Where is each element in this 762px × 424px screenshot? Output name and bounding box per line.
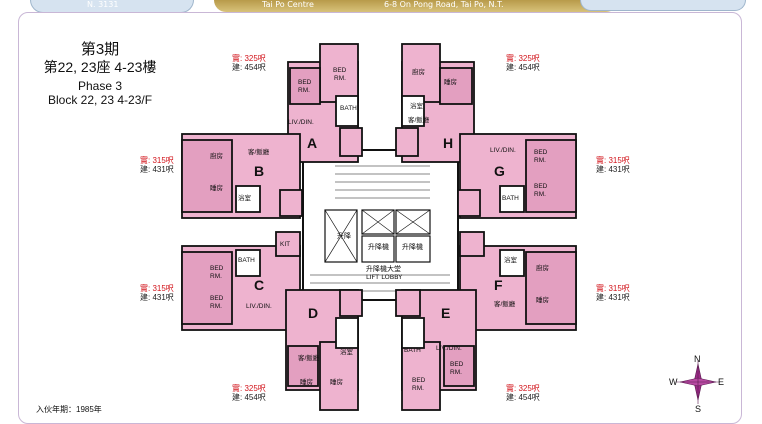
compass-w: W (669, 377, 678, 387)
room-label: 睡房 (300, 377, 313, 386)
room-label: RM. (534, 157, 546, 164)
intake-year: 入伙年期：1985年 (36, 405, 102, 414)
unit-c (181, 231, 301, 331)
unit-g-area: 實: 315呎 建: 431呎 (596, 156, 630, 174)
unit-e-letter: E (441, 305, 450, 321)
building-core: 升降機 升降機 升降 升降機大堂 LIFT LOBBY (302, 149, 459, 301)
room-label: 睡房 (444, 77, 457, 86)
room-label: 浴室 (410, 101, 424, 110)
room-label: LIV./DIN. (288, 119, 314, 126)
room-label: LIV./DIN. (246, 303, 272, 310)
unit-c-area: 實: 315呎 建: 431呎 (140, 284, 174, 302)
unit-d-letter: D (308, 305, 318, 321)
unit-e (395, 289, 477, 411)
room-label: 客/飯廳 (298, 353, 320, 362)
title-phase-cn: 第3期 (80, 41, 120, 58)
room-label: BED (298, 79, 312, 86)
lift-label: 升降機 (368, 242, 389, 251)
unit-f (459, 231, 577, 331)
room-label: BED (412, 377, 426, 384)
unit-f-area: 實: 315呎 建: 431呎 (596, 284, 630, 302)
unit-d (285, 289, 363, 411)
room-label: 廚房 (412, 67, 425, 76)
compass-s: S (695, 404, 702, 414)
unit-b-letter: B (254, 163, 264, 179)
unit-a-letter: A (307, 135, 317, 151)
room-label: LIV./DIN. (436, 345, 462, 352)
refuse-label: 升降 (337, 231, 351, 240)
unit-h-letter: H (443, 135, 453, 151)
room-label: RM. (210, 303, 222, 310)
room-label: 睡房 (330, 377, 343, 386)
title-phase-en: Phase 3 (77, 79, 123, 93)
lift-lobby-en: LIFT LOBBY (366, 273, 402, 281)
room-label: BED (210, 265, 224, 272)
room-label: 客/飯廳 (494, 299, 516, 308)
room-label: 廚房 (210, 151, 223, 160)
title-block-cn: 第22, 23座 4-23樓 (43, 59, 157, 75)
unit-c-letter: C (254, 277, 264, 293)
room-label: BED (450, 361, 464, 368)
banner-title-text: Tai Po Centre (262, 0, 314, 9)
room-label: BATH (238, 257, 255, 264)
room-label: 客/飯廳 (408, 115, 430, 124)
room-label: 廚房 (536, 263, 549, 272)
unit-b (181, 133, 303, 219)
room-label: 睡房 (210, 183, 223, 192)
room-label: BED (534, 183, 548, 190)
lift-label-2: 升降機 (402, 242, 423, 251)
room-label: BED (210, 295, 224, 302)
room-label: 浴室 (504, 255, 518, 264)
room-label: BATH (502, 195, 519, 202)
room-label: BED (333, 67, 347, 74)
room-label: RM. (210, 273, 222, 280)
compass-e: E (718, 377, 725, 387)
unit-e-area: 實: 325呎 建: 454呎 (506, 384, 540, 402)
unit-g (457, 133, 577, 219)
compass-rose: N S E W (668, 352, 728, 416)
room-label: 浴室 (340, 347, 354, 356)
room-label: LIV./DIN. (490, 147, 516, 154)
unit-g-letter: G (494, 163, 505, 179)
unit-b-area: 實: 315呎 建: 431呎 (140, 156, 174, 174)
compass-n: N (694, 354, 701, 364)
room-label: 客/飯廳 (248, 147, 270, 156)
room-label: BATH (404, 347, 421, 354)
room-label: BED (534, 149, 548, 156)
unit-d-area: 實: 325呎 建: 454呎 (232, 384, 266, 402)
banner-left-text: N. 3131 (87, 0, 119, 9)
banner-title: Tai Po Centre 6-8 On Pong Road, Tai Po, … (214, 0, 618, 12)
room-label: RM. (412, 385, 424, 392)
room-label: RM. (534, 191, 546, 198)
room-label: 浴室 (238, 193, 252, 202)
top-banner: N. 3131 Tai Po Centre 6-8 On Pong Road, … (0, 0, 762, 14)
compass-icon (676, 360, 720, 404)
room-label: BATH (340, 105, 357, 112)
room-label: KIT (280, 241, 290, 248)
banner-title-sub: 6-8 On Pong Road, Tai Po, N.T. (384, 0, 504, 9)
room-label: 睡房 (536, 295, 549, 304)
unit-h-area: 實: 325呎 建: 454呎 (506, 54, 540, 72)
unit-a-area: 實: 325呎 建: 454呎 (232, 54, 266, 72)
room-label: RM. (334, 75, 346, 82)
title-block-en: Block 22, 23 4-23/F (47, 93, 153, 107)
lift-lobby-label: 升降機大堂 (366, 264, 401, 273)
room-label: RM. (450, 369, 462, 376)
room-label: RM. (298, 87, 310, 94)
unit-f-letter: F (494, 277, 503, 293)
